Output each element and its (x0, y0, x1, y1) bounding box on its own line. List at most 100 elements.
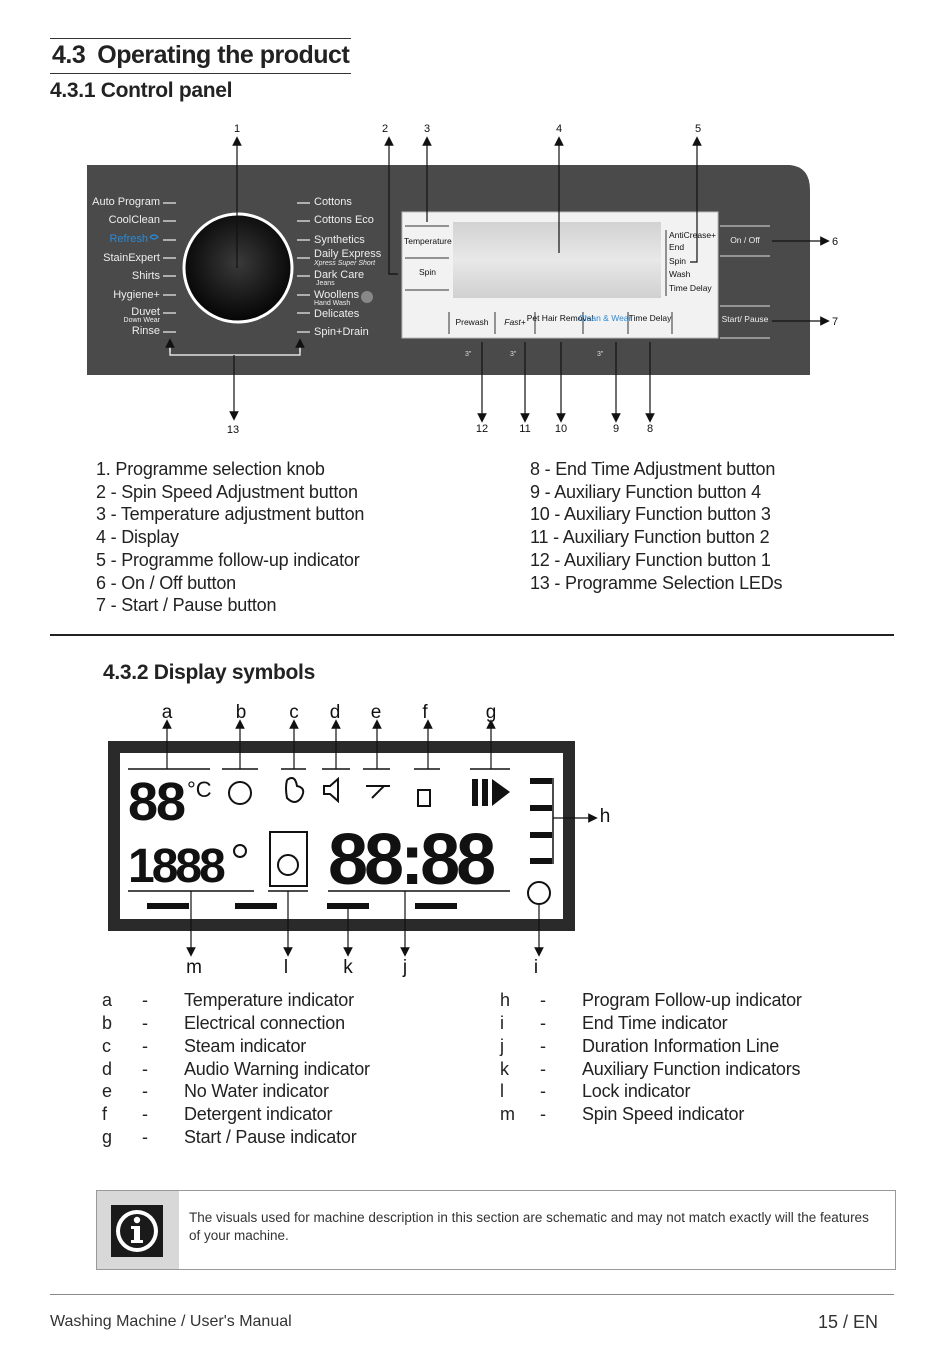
display-screen (453, 222, 661, 298)
symbol-key: m (500, 1104, 515, 1124)
footer-title: Washing Machine / User's Manual (50, 1313, 292, 1330)
prog-shirts: Shirts (132, 270, 161, 282)
startpause-button-label: Start/ Pause (722, 314, 769, 324)
callout-11: 11 (519, 423, 530, 435)
symbol-key: i (500, 1013, 504, 1033)
prog-refresh: Refresh (109, 233, 148, 245)
legend-right: 8 - End Time Adjustment button 9 - Auxil… (530, 458, 783, 594)
legend-item: 10 - Auxiliary Function button 3 (530, 504, 771, 525)
section-divider (50, 634, 894, 636)
callout-13: 13 (227, 424, 239, 436)
symbol-key: a (102, 990, 112, 1010)
prog-cottons: Cottons (314, 196, 352, 208)
letter-e: e (371, 702, 382, 723)
info-icon (111, 1205, 163, 1257)
symbol-dash: - (142, 1081, 148, 1101)
followup-end: End (669, 242, 684, 252)
prog-downwear: Down Wear (124, 317, 161, 324)
legend-item: 5 - Programme follow-up indicator (96, 549, 360, 570)
audio-warning-icon (323, 776, 339, 804)
aux-cleanwear-label: Clean & Wear (579, 313, 632, 323)
symbol-dash: - (540, 1036, 546, 1056)
lock-icon (269, 831, 308, 887)
symbol-key: c (102, 1036, 111, 1056)
prog-rinse: Rinse (132, 325, 160, 337)
symbol-dash: - (142, 1104, 148, 1124)
prog-handwash: Hand Wash (314, 300, 350, 307)
callout-12: 12 (476, 423, 488, 435)
symbol-dash: - (142, 1036, 148, 1056)
legend-left: 1. Programme selection knob 2 - Spin Spe… (96, 458, 364, 617)
symbol-label: Audio Warning indicator (184, 1059, 370, 1079)
letter-m: m (186, 957, 202, 978)
letter-c: c (289, 702, 299, 723)
symbol-key: j (500, 1036, 504, 1056)
symbol-label: Steam indicator (184, 1036, 307, 1056)
legend-item: 9 - Auxiliary Function button 4 (530, 481, 761, 502)
legend-item: 4 - Display (96, 527, 179, 548)
woollens-icon (361, 291, 373, 303)
info-icon-box (97, 1191, 179, 1269)
control-panel-heading: 4.3.1 Control panel (50, 79, 233, 102)
symbol-dash: - (540, 1059, 546, 1079)
prog-hygiene: Hygiene+ (113, 289, 160, 301)
callout-8: 8 (647, 423, 653, 435)
letter-b: b (236, 702, 247, 723)
symbol-label: Auxiliary Function indicators (582, 1059, 801, 1079)
prog-synthetics: Synthetics (314, 234, 365, 246)
legend-item: 6 - On / Off button (96, 572, 236, 593)
aux-fast-label: Fast+ (504, 317, 526, 327)
display-symbols-illustration: 88 °C 1888 88:88 (108, 702, 611, 978)
electrical-connection-icon (228, 781, 252, 805)
symbol-key: f (102, 1104, 107, 1124)
display-symbols-heading: 4.3.2 Display symbols (103, 661, 315, 684)
symbol-key: k (500, 1059, 509, 1079)
symbol-label: Detergent indicator (184, 1104, 333, 1124)
symbol-label: Lock indicator (582, 1081, 691, 1101)
control-panel-illustration: Auto Program CoolClean Refresh StainExpe… (87, 123, 838, 436)
time-digits: 88:88 (328, 820, 494, 900)
symbol-dash: - (540, 990, 546, 1010)
symbol-key: g (102, 1127, 112, 1147)
aux-timedelay-label: Time Delay (629, 313, 672, 323)
letter-k: k (343, 957, 353, 978)
spin-button-label: Spin (419, 267, 436, 277)
symbol-label: Program Follow-up indicator (582, 990, 802, 1010)
callout-4: 4 (556, 123, 562, 135)
prog-daily-express: Daily Express (314, 248, 382, 260)
letter-a: a (162, 702, 173, 723)
page-number: 15 / EN (818, 1312, 879, 1332)
letter-g: g (486, 702, 497, 723)
callout-10: 10 (555, 423, 567, 435)
spin-icon (233, 844, 247, 858)
symbol-label: Start / Pause indicator (184, 1127, 357, 1147)
symbol-label: Temperature indicator (184, 990, 354, 1010)
prog-xpress: Xpress Super Short (313, 260, 376, 267)
symbol-key: b (102, 1013, 112, 1033)
prog-duvet: Duvet (131, 306, 160, 318)
callout-9: 9 (613, 423, 619, 435)
temperature-button-label: Temperature (404, 236, 452, 246)
followup-wash: Wash (669, 269, 691, 279)
prog-cottons-eco: Cottons Eco (314, 214, 374, 226)
followup-spin: Spin (669, 256, 686, 266)
symbol-key: d (102, 1059, 112, 1079)
aux-prewash-label: Prewash (455, 317, 488, 327)
letter-d: d (330, 702, 341, 723)
prog-jeans: Jeans (316, 280, 335, 287)
symbol-label: Duration Information Line (582, 1036, 780, 1056)
steam-icon (285, 777, 305, 803)
legend-item: 2 - Spin Speed Adjustment button (96, 481, 358, 502)
letter-h: h (600, 806, 611, 827)
end-time-icon (527, 881, 551, 905)
letter-f: f (422, 702, 428, 723)
legend-item: 1. Programme selection knob (96, 459, 325, 479)
symbol-dash: - (142, 1127, 148, 1147)
symbol-label: End Time indicator (582, 1013, 728, 1033)
letter-l: l (284, 957, 288, 978)
symbol-dash: - (540, 1081, 546, 1101)
symbol-dash: - (142, 1059, 148, 1079)
footer-divider (50, 1294, 894, 1295)
callout-5: 5 (695, 123, 701, 135)
followup-anticrease: AntiCrease+ (669, 230, 716, 240)
